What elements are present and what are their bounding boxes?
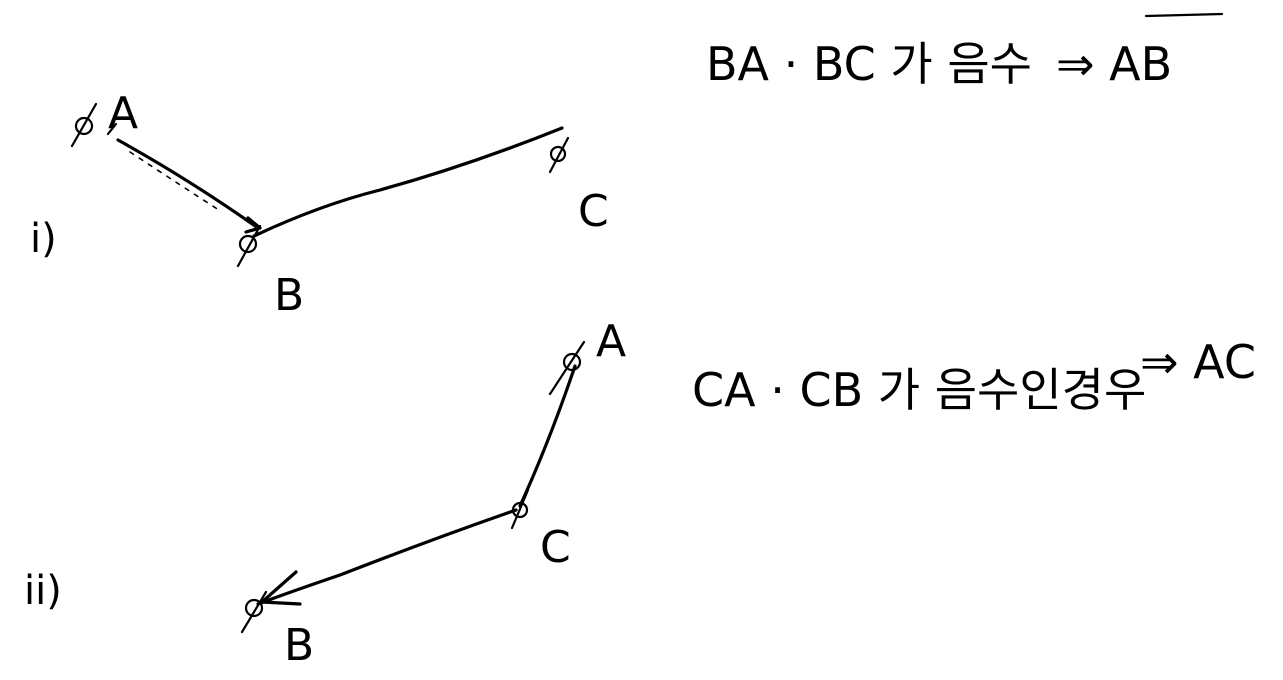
segment-ca — [518, 364, 577, 508]
case-1-marker: i) — [30, 216, 57, 262]
case-2-marker: ii) — [24, 568, 62, 614]
point-marker-b2 — [240, 590, 268, 634]
point-marker-c2 — [510, 488, 530, 530]
point-marker-a2 — [548, 340, 586, 396]
point-marker-a — [70, 102, 118, 148]
case-2-diagram: A C B ii) — [24, 316, 626, 671]
label-a2: A — [596, 316, 626, 367]
note-case-2-condition: CA · CB 가 음수인경우 — [692, 363, 1146, 417]
arrowhead-b2 — [260, 570, 302, 606]
label-a: A — [108, 88, 138, 139]
note-case-2-result: ⇒ AC — [1140, 335, 1256, 389]
note-case-1: BA · BC 가 음수 ⇒ AB — [706, 12, 1224, 91]
dashed-guide-ab — [129, 151, 223, 213]
point-marker-c — [548, 136, 570, 174]
note-case-1-result: ⇒ AB — [1056, 37, 1172, 91]
point-marker-b — [236, 224, 262, 268]
segment-ab — [116, 138, 260, 230]
overline-ab — [1144, 12, 1224, 18]
segment-bc — [252, 126, 564, 238]
note-case-1-condition: BA · BC 가 음수 — [706, 37, 1032, 91]
label-b: B — [274, 270, 304, 321]
label-b2: B — [284, 620, 314, 671]
note-case-2: CA · CB 가 음수인경우 ⇒ AC — [692, 335, 1256, 417]
label-c: C — [578, 186, 609, 237]
segment-cb — [256, 508, 518, 606]
label-c2: C — [540, 522, 571, 573]
case-1-diagram: A B C i) — [30, 88, 609, 321]
